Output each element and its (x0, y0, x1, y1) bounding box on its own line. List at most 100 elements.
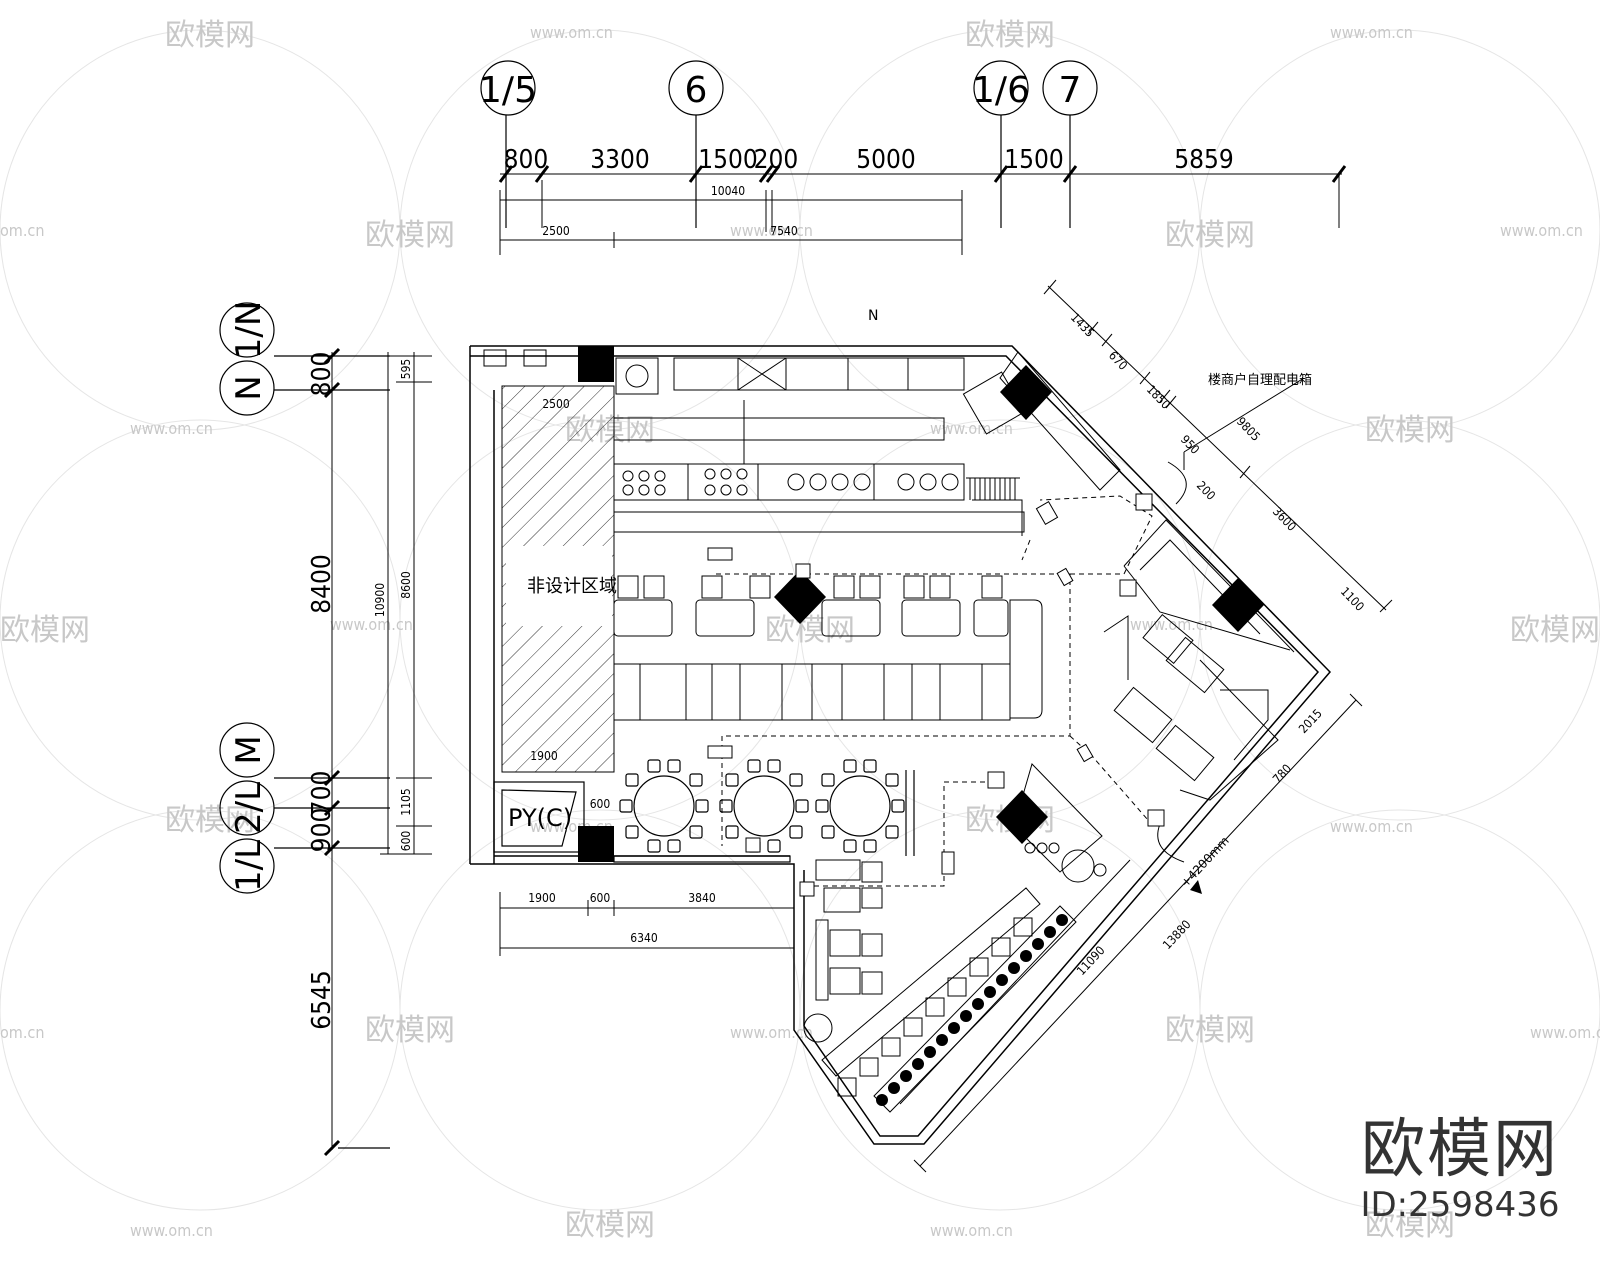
svg-text:om.cn: om.cn (0, 221, 44, 240)
left-dimension-lines (331, 352, 432, 1150)
electrical-devices (707, 493, 1165, 897)
svg-text:7540: 7540 (770, 224, 798, 238)
svg-text:780: 780 (1270, 761, 1294, 786)
svg-text:8400: 8400 (307, 554, 337, 614)
top-grid-labels: 1/5 6 1/6 7 (479, 70, 1081, 111)
svg-text:800: 800 (307, 352, 337, 397)
svg-text:595: 595 (399, 359, 413, 380)
wm-brand: 欧模网 (1510, 613, 1600, 648)
grid-label-1-5: 1/5 (479, 70, 537, 111)
diagonal-dimension-lines (899, 279, 1393, 1173)
svg-text:10900: 10900 (373, 583, 387, 617)
left-sub-dimension-texts: 10900 8600 595 1105 600 8600 (373, 359, 523, 852)
wm-brand: 欧模网 (365, 218, 455, 253)
brand-logo-text: 欧模网 (1361, 1113, 1559, 1187)
wm-brand: 欧模网 (1165, 1013, 1255, 1048)
wm-brand: 欧模网 (1365, 413, 1455, 448)
top-dimension-lines (499, 173, 1342, 255)
svg-text:www.om.cn: www.om.cn (730, 221, 813, 240)
svg-text:www.om.cn: www.om.cn (1330, 817, 1413, 836)
grid-label-1-n: 1/N (229, 301, 269, 360)
grid-label-1-l: 1/L (229, 840, 269, 892)
watermark-text: 欧模网 欧模网 欧模网 欧模网 欧模网 欧模网 欧模网 欧模网 欧模网 欧模网 … (0, 18, 1600, 1243)
svg-text:700: 700 (307, 771, 337, 816)
svg-text:www.om.cn: www.om.cn (930, 419, 1013, 438)
kitchen-stair (966, 477, 1020, 500)
svg-text:5859: 5859 (1174, 145, 1234, 175)
top-sub-dimension-texts: 10040 2500 7540 (542, 184, 798, 238)
svg-text:2500: 2500 (542, 224, 570, 238)
svg-text:670: 670 (1106, 348, 1130, 373)
svg-text:www.om.cn: www.om.cn (930, 1221, 1013, 1240)
non-design-label: 非设计区域 (527, 576, 617, 597)
svg-text:3840: 3840 (688, 891, 716, 905)
structural-columns (578, 346, 1264, 862)
floor-level-label: +4200mm (1178, 834, 1232, 890)
right-wing-rooms (1103, 461, 1295, 863)
svg-text:3600: 3600 (1270, 504, 1299, 534)
svg-text:600: 600 (590, 891, 611, 905)
svg-text:8600: 8600 (399, 571, 413, 599)
wm-brand: 欧模网 (0, 613, 90, 648)
brand-id: ID:2598436 (1360, 1185, 1560, 1225)
svg-text:5000: 5000 (856, 145, 916, 175)
grid-label-6: 6 (685, 70, 708, 111)
wm-brand: 欧模网 (765, 613, 855, 648)
grid-label-7: 7 (1059, 70, 1082, 111)
level-marker-icon (1190, 880, 1202, 894)
wm-brand: 欧模网 (1365, 1208, 1455, 1243)
py-label: PY(C) (508, 804, 572, 832)
svg-text:om.cn: om.cn (0, 1023, 44, 1042)
svg-text:www.om.cn: www.om.cn (130, 419, 213, 438)
svg-text:1100: 1100 (1338, 584, 1367, 614)
svg-text:www.om.cn: www.om.cn (730, 1023, 813, 1042)
diagonal-booths (821, 887, 1077, 1113)
left-grid-labels: 1/N N M 2/L 1/L (229, 301, 269, 892)
grid-label-2-l: 2/L (229, 782, 269, 834)
svg-text:www.om.cn: www.om.cn (530, 23, 613, 42)
wm-brand: 欧模网 (365, 1013, 455, 1048)
svg-text:13880: 13880 (1160, 917, 1194, 952)
svg-text:1850: 1850 (1144, 382, 1173, 412)
grid-label-n: N (229, 375, 269, 400)
round-tables (613, 759, 915, 863)
booth-seats (613, 575, 1043, 719)
grid-label-m: M (229, 735, 269, 764)
grid-label-1-6: 1/6 (972, 70, 1030, 111)
svg-text:200: 200 (754, 145, 799, 175)
svg-text:600: 600 (590, 797, 611, 811)
kitchen-equipment (483, 349, 1121, 536)
top-dimension-texts: 800 3300 1500 200 5000 1500 5859 (504, 145, 1234, 175)
svg-text:9805: 9805 (1234, 414, 1263, 443)
top-dimension-ticks (498, 165, 1347, 183)
svg-text:950: 950 (1178, 432, 1202, 457)
svg-text:10040: 10040 (711, 184, 745, 198)
wm-brand: 欧模网 (165, 803, 255, 838)
watermark-layer (0, 29, 1600, 1211)
bar-counter (1013, 763, 1107, 883)
wm-brand: 欧模网 (165, 18, 255, 53)
svg-text:6545: 6545 (307, 970, 337, 1030)
wm-brand: 欧模网 (565, 1208, 655, 1243)
svg-text:www.om.cn: www.om.cn (1500, 221, 1583, 240)
svg-text:www.om.cn: www.om.cn (130, 1221, 213, 1240)
svg-text:200: 200 (1194, 478, 1218, 503)
py-shaft (493, 781, 585, 853)
svg-text:900: 900 (307, 808, 337, 853)
brand-block: 欧模网 ID:2598436 (1345, 1115, 1575, 1225)
svg-text:800: 800 (504, 145, 549, 175)
north-mark: N (868, 308, 878, 324)
svg-text:3300: 3300 (590, 145, 650, 175)
long-sofa (613, 663, 1011, 721)
svg-text:1500: 1500 (1004, 145, 1064, 175)
svg-text:1435: 1435 (1068, 310, 1097, 339)
side-seating (803, 859, 883, 1043)
svg-text:6340: 6340 (630, 931, 658, 945)
electric-box-label: 楼商户自理配电箱 (1208, 372, 1312, 388)
kitchen-burners (622, 468, 959, 496)
svg-text:www.om.cn: www.om.cn (330, 615, 413, 634)
svg-text:www.om.cn: www.om.cn (1530, 1023, 1600, 1042)
svg-text:2015: 2015 (1296, 706, 1325, 736)
svg-text:1500: 1500 (698, 145, 758, 175)
